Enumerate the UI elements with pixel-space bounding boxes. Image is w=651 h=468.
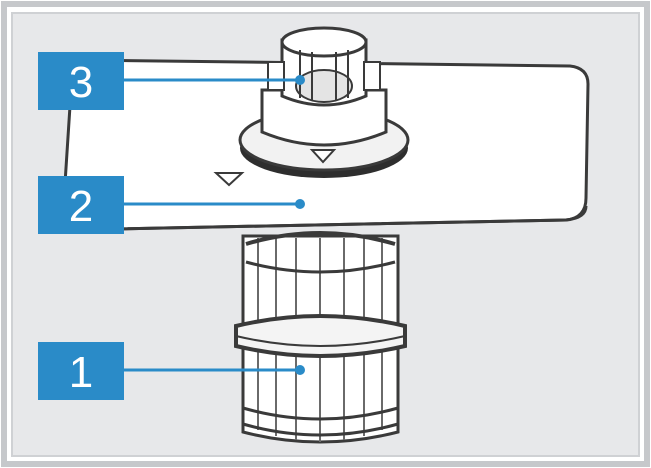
microfilter-band [234, 314, 407, 358]
callout-3-number: 3 [69, 58, 93, 107]
callout-1-dot [295, 365, 305, 375]
callout-2-number: 2 [69, 182, 93, 231]
alignment-arrow-icon [213, 172, 245, 187]
callout-3: 3 [38, 52, 305, 110]
collar-arrow-icon [309, 149, 337, 164]
callout-2-dot [295, 199, 305, 209]
callout-1-box [38, 342, 124, 400]
callout-3-dot [295, 75, 305, 85]
callout-2: 2 [38, 176, 305, 234]
callout-2-box [38, 176, 124, 234]
coarse-filter [238, 26, 410, 178]
callout-1-number: 1 [69, 348, 93, 397]
callout-3-box [38, 52, 124, 110]
microfilter-cylinder [234, 231, 407, 444]
callout-1: 1 [38, 342, 305, 400]
